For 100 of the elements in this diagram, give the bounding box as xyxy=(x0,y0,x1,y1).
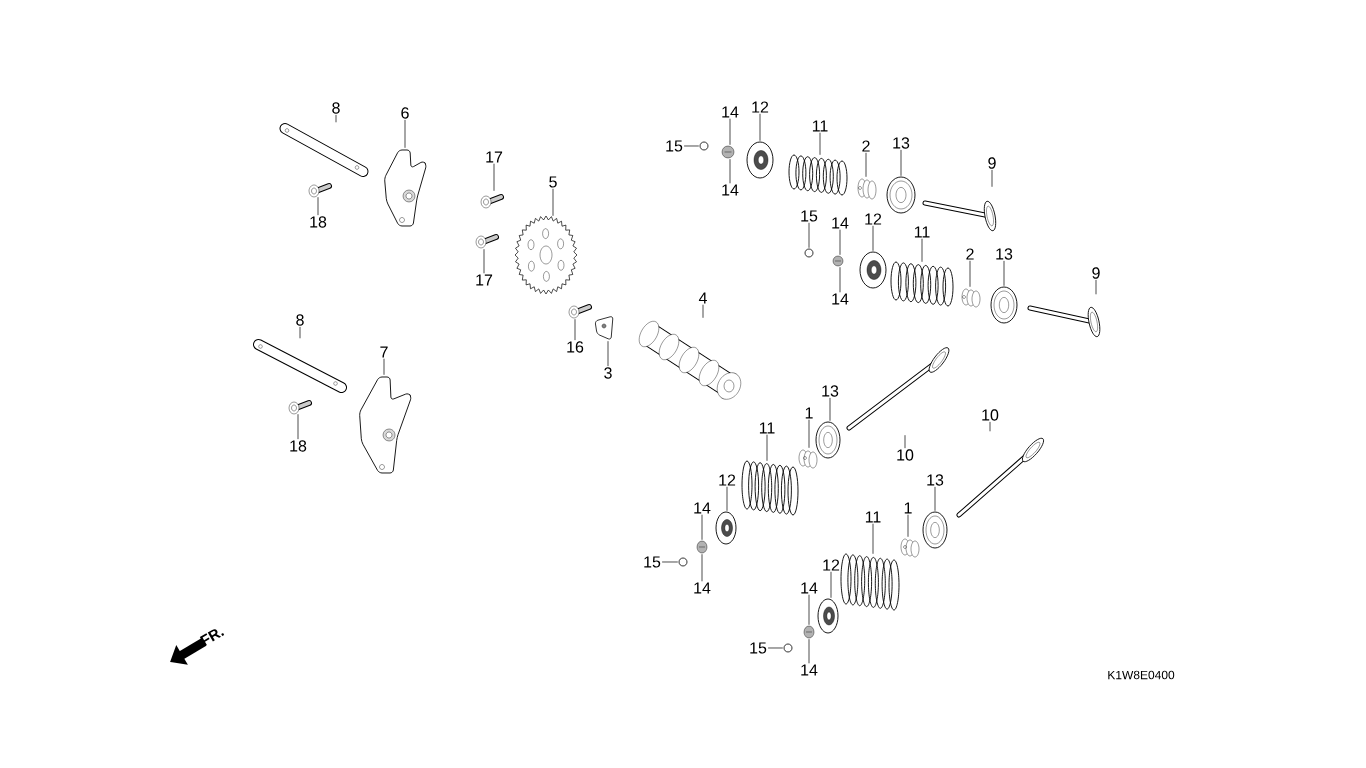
spring-seat-drawing xyxy=(715,511,737,545)
callout-number: 11 xyxy=(812,120,828,132)
leader-line xyxy=(808,419,810,449)
clip-drawing xyxy=(783,643,793,653)
bolt-drawing xyxy=(480,194,504,209)
callout-number: 2 xyxy=(966,248,974,260)
callout-number: 18 xyxy=(290,440,307,452)
callout-number: 14 xyxy=(801,664,818,676)
retainer-drawing xyxy=(815,421,841,459)
callout-number: 15 xyxy=(644,556,661,568)
retainer-drawing xyxy=(886,176,916,214)
callout-number: 13 xyxy=(822,385,839,397)
callout-number: 14 xyxy=(801,582,818,594)
drawing-code: K1W8E0400 xyxy=(1108,670,1175,680)
bolt-drawing xyxy=(568,304,592,319)
callout-number: 11 xyxy=(865,511,881,523)
stem-seal-drawing xyxy=(900,538,920,558)
callout-number: 9 xyxy=(988,157,996,169)
shaft-drawing xyxy=(279,123,369,177)
callout-number: 12 xyxy=(865,213,882,225)
cotter-drawing xyxy=(696,540,708,554)
leader-line xyxy=(991,169,993,188)
leader-line xyxy=(299,326,301,339)
leader-line xyxy=(865,152,867,178)
leader-line xyxy=(607,340,609,367)
callout-number: 13 xyxy=(996,248,1013,260)
callout-number: 15 xyxy=(801,210,818,222)
cotter-drawing xyxy=(803,625,815,639)
callout-number: 3 xyxy=(604,367,612,379)
leader-line xyxy=(819,132,821,156)
callout-number: 2 xyxy=(862,140,870,152)
leader-line xyxy=(907,514,909,538)
stem-seal-drawing xyxy=(961,288,981,308)
callout-number: 14 xyxy=(832,293,849,305)
leader-line xyxy=(661,561,679,563)
leader-line xyxy=(808,638,810,664)
leader-line xyxy=(808,222,810,249)
leader-line xyxy=(383,358,385,376)
leader-line xyxy=(830,571,832,599)
valve-drawing xyxy=(1027,305,1101,338)
clip-drawing xyxy=(699,141,709,151)
camshaft-drawing xyxy=(638,321,742,400)
leader-line xyxy=(335,114,337,123)
leader-line xyxy=(1003,260,1005,287)
valve-drawing xyxy=(846,347,950,431)
callout-number: 11 xyxy=(914,226,930,238)
callout-number: 13 xyxy=(927,474,944,486)
leader-line xyxy=(493,163,495,192)
callout-number: 15 xyxy=(750,642,767,654)
callout-number: 12 xyxy=(719,474,736,486)
callout-number: 10 xyxy=(982,409,999,421)
leader-line xyxy=(900,149,902,177)
spring-seat-drawing xyxy=(859,251,887,289)
callout-number: 14 xyxy=(832,217,849,229)
rocker-arm-drawing xyxy=(384,149,427,227)
callout-number: 13 xyxy=(893,137,910,149)
valve-drawing xyxy=(956,437,1045,518)
leader-line xyxy=(872,523,874,555)
callout-number: 18 xyxy=(310,216,327,228)
retainer-drawing xyxy=(922,511,948,549)
spring-drawing xyxy=(890,261,954,307)
callout-number: 5 xyxy=(549,176,557,188)
spring-drawing xyxy=(840,553,900,611)
leader-line xyxy=(904,434,906,449)
clip-drawing xyxy=(678,557,688,567)
leader-line xyxy=(701,514,703,541)
leader-line xyxy=(969,260,971,288)
leader-line xyxy=(404,119,406,149)
cotter-drawing xyxy=(832,255,844,267)
leader-line xyxy=(552,188,554,217)
callout-number: 17 xyxy=(476,274,493,286)
bolt-drawing xyxy=(308,183,332,198)
callout-number: 16 xyxy=(567,341,584,353)
leader-line xyxy=(839,266,841,293)
callout-number: 17 xyxy=(486,151,503,163)
callout-number: 11 xyxy=(759,422,775,434)
callout-number: 4 xyxy=(698,292,707,304)
plate-drawing xyxy=(595,316,614,340)
callout-number: 1 xyxy=(904,502,912,514)
callout-number: 12 xyxy=(823,559,840,571)
leader-line xyxy=(574,318,576,341)
callout-number: 14 xyxy=(722,106,739,118)
leader-line xyxy=(829,397,831,422)
leader-line xyxy=(726,486,728,512)
callout-number: 14 xyxy=(722,184,739,196)
leader-line xyxy=(729,158,731,184)
callout-number: 6 xyxy=(401,107,409,119)
spring-drawing xyxy=(788,154,848,196)
leader-line xyxy=(701,553,703,582)
callout-number: 1 xyxy=(805,407,813,419)
callout-number: 8 xyxy=(332,102,340,114)
cotter-drawing xyxy=(721,145,735,159)
callout-number: 12 xyxy=(752,101,769,113)
retainer-drawing xyxy=(990,286,1018,324)
spring-drawing xyxy=(741,460,799,516)
leader-line xyxy=(872,225,874,252)
callout-number: 10 xyxy=(897,449,914,461)
sprocket-drawing xyxy=(514,215,578,295)
callout-number: 14 xyxy=(694,582,711,594)
leader-line xyxy=(839,229,841,256)
